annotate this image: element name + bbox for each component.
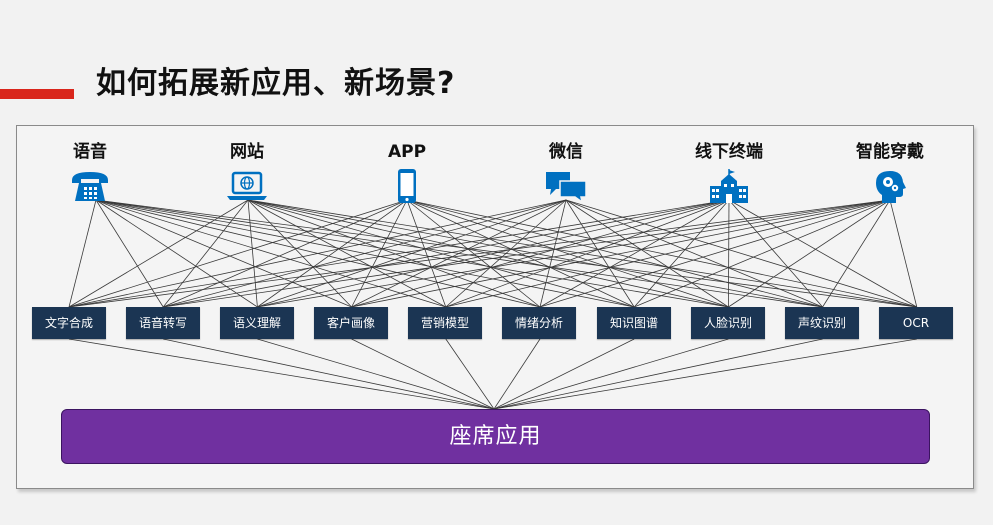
channel-offline-terminal: 线下终端: [674, 141, 784, 203]
channel-capability-link: [257, 199, 891, 308]
capability-box: 声纹识别: [785, 307, 859, 339]
capability-base-link: [493, 338, 917, 410]
channel-capability-link: [539, 199, 730, 308]
channel-capability-link: [163, 199, 567, 308]
channel-capability-link: [247, 199, 823, 308]
telephone-icon: [72, 172, 108, 201]
channel-capability-link: [247, 199, 917, 308]
capability-base-link: [445, 338, 495, 410]
channel-capability-link: [728, 199, 823, 308]
channel-capability-link: [445, 199, 567, 308]
channel-capability-link: [351, 199, 567, 308]
capability-base-link: [68, 338, 495, 410]
channel-capability-link: [565, 199, 917, 308]
channel-capability-link: [822, 199, 891, 308]
head-gears-icon: [876, 171, 906, 203]
channel-capability-link: [565, 199, 635, 308]
channel-capability-link: [406, 199, 541, 308]
channel-capability-link: [247, 199, 635, 308]
channel-wechat: 微信: [511, 141, 621, 203]
channel-capability-link: [351, 199, 891, 308]
channel-capability-link: [539, 199, 891, 308]
channel-voice: 语音: [35, 141, 145, 203]
channel-capability-link: [95, 199, 164, 308]
channel-capability-link: [68, 199, 408, 308]
channel-capability-link: [247, 199, 446, 308]
channel-capability-link: [68, 199, 891, 308]
channel-capability-link: [406, 199, 823, 308]
capability-box: 文字合成: [32, 307, 106, 339]
laptop-icon: [227, 171, 267, 200]
channel-capability-link: [889, 199, 918, 308]
capability-base-link: [493, 338, 729, 410]
channel-capability-link: [728, 199, 730, 308]
channel-capability-link: [68, 199, 249, 308]
channel-capability-link: [351, 199, 730, 308]
channel-label: APP: [387, 142, 427, 162]
channel-label: 线下终端: [695, 142, 763, 162]
capability-box: 语义理解: [220, 307, 294, 339]
channel-capability-link: [68, 199, 730, 308]
channel-capability-link: [68, 199, 567, 308]
capability-box: 人脸识别: [691, 307, 765, 339]
channel-capability-link: [406, 199, 635, 308]
channel-smart-wearable: 智能穿戴: [835, 141, 945, 203]
channel-capability-link: [565, 199, 729, 308]
chat-bubbles-icon: [546, 172, 587, 203]
smartphone-icon: [398, 169, 416, 203]
channel-capability-link: [539, 199, 567, 308]
capability-base-link: [257, 338, 495, 410]
channel-capability-link: [728, 199, 917, 308]
capability-box: 营销模型: [408, 307, 482, 339]
channel-capability-link: [257, 199, 567, 308]
channel-capability-link: [163, 199, 730, 308]
building-icon: [710, 169, 748, 203]
channel-capability-link: [406, 199, 729, 308]
channel-capability-link: [633, 199, 730, 308]
channel-app: APP: [352, 141, 462, 203]
capability-box: OCR: [879, 307, 953, 339]
channel-capability-link: [445, 199, 891, 308]
seat-application-bar: 座席应用: [61, 409, 930, 464]
channel-capability-link: [247, 199, 729, 308]
channel-capability-link: [445, 199, 730, 308]
channel-capability-link: [68, 199, 97, 308]
capability-base-link: [163, 338, 495, 410]
channel-label: 网站: [230, 142, 264, 162]
capability-base-link: [493, 338, 823, 410]
channel-capability-link: [406, 199, 917, 308]
channel-label: 语音: [73, 142, 107, 162]
channel-capability-link: [163, 199, 408, 308]
capability-box: 知识图谱: [597, 307, 671, 339]
capability-box: 情绪分析: [502, 307, 576, 339]
capability-base-link: [493, 338, 541, 410]
channel-capability-link: [565, 199, 823, 308]
channel-label: 微信: [549, 142, 583, 162]
channel-capability-link: [247, 199, 541, 308]
channel-capability-link: [257, 199, 730, 308]
channel-capability-link: [163, 199, 891, 308]
channel-website: 网站: [192, 141, 302, 203]
capability-base-link: [493, 338, 635, 410]
channel-label: 智能穿戴: [856, 142, 924, 162]
channel-capability-link: [634, 199, 891, 308]
channel-capability-link: [728, 199, 891, 308]
capability-base-link: [351, 338, 495, 410]
slide-title: 如何拓展新应用、新场景?: [96, 66, 456, 101]
capability-box: 语音转写: [126, 307, 200, 339]
title-accent-bar: [0, 89, 74, 99]
capability-box: 客户画像: [314, 307, 388, 339]
